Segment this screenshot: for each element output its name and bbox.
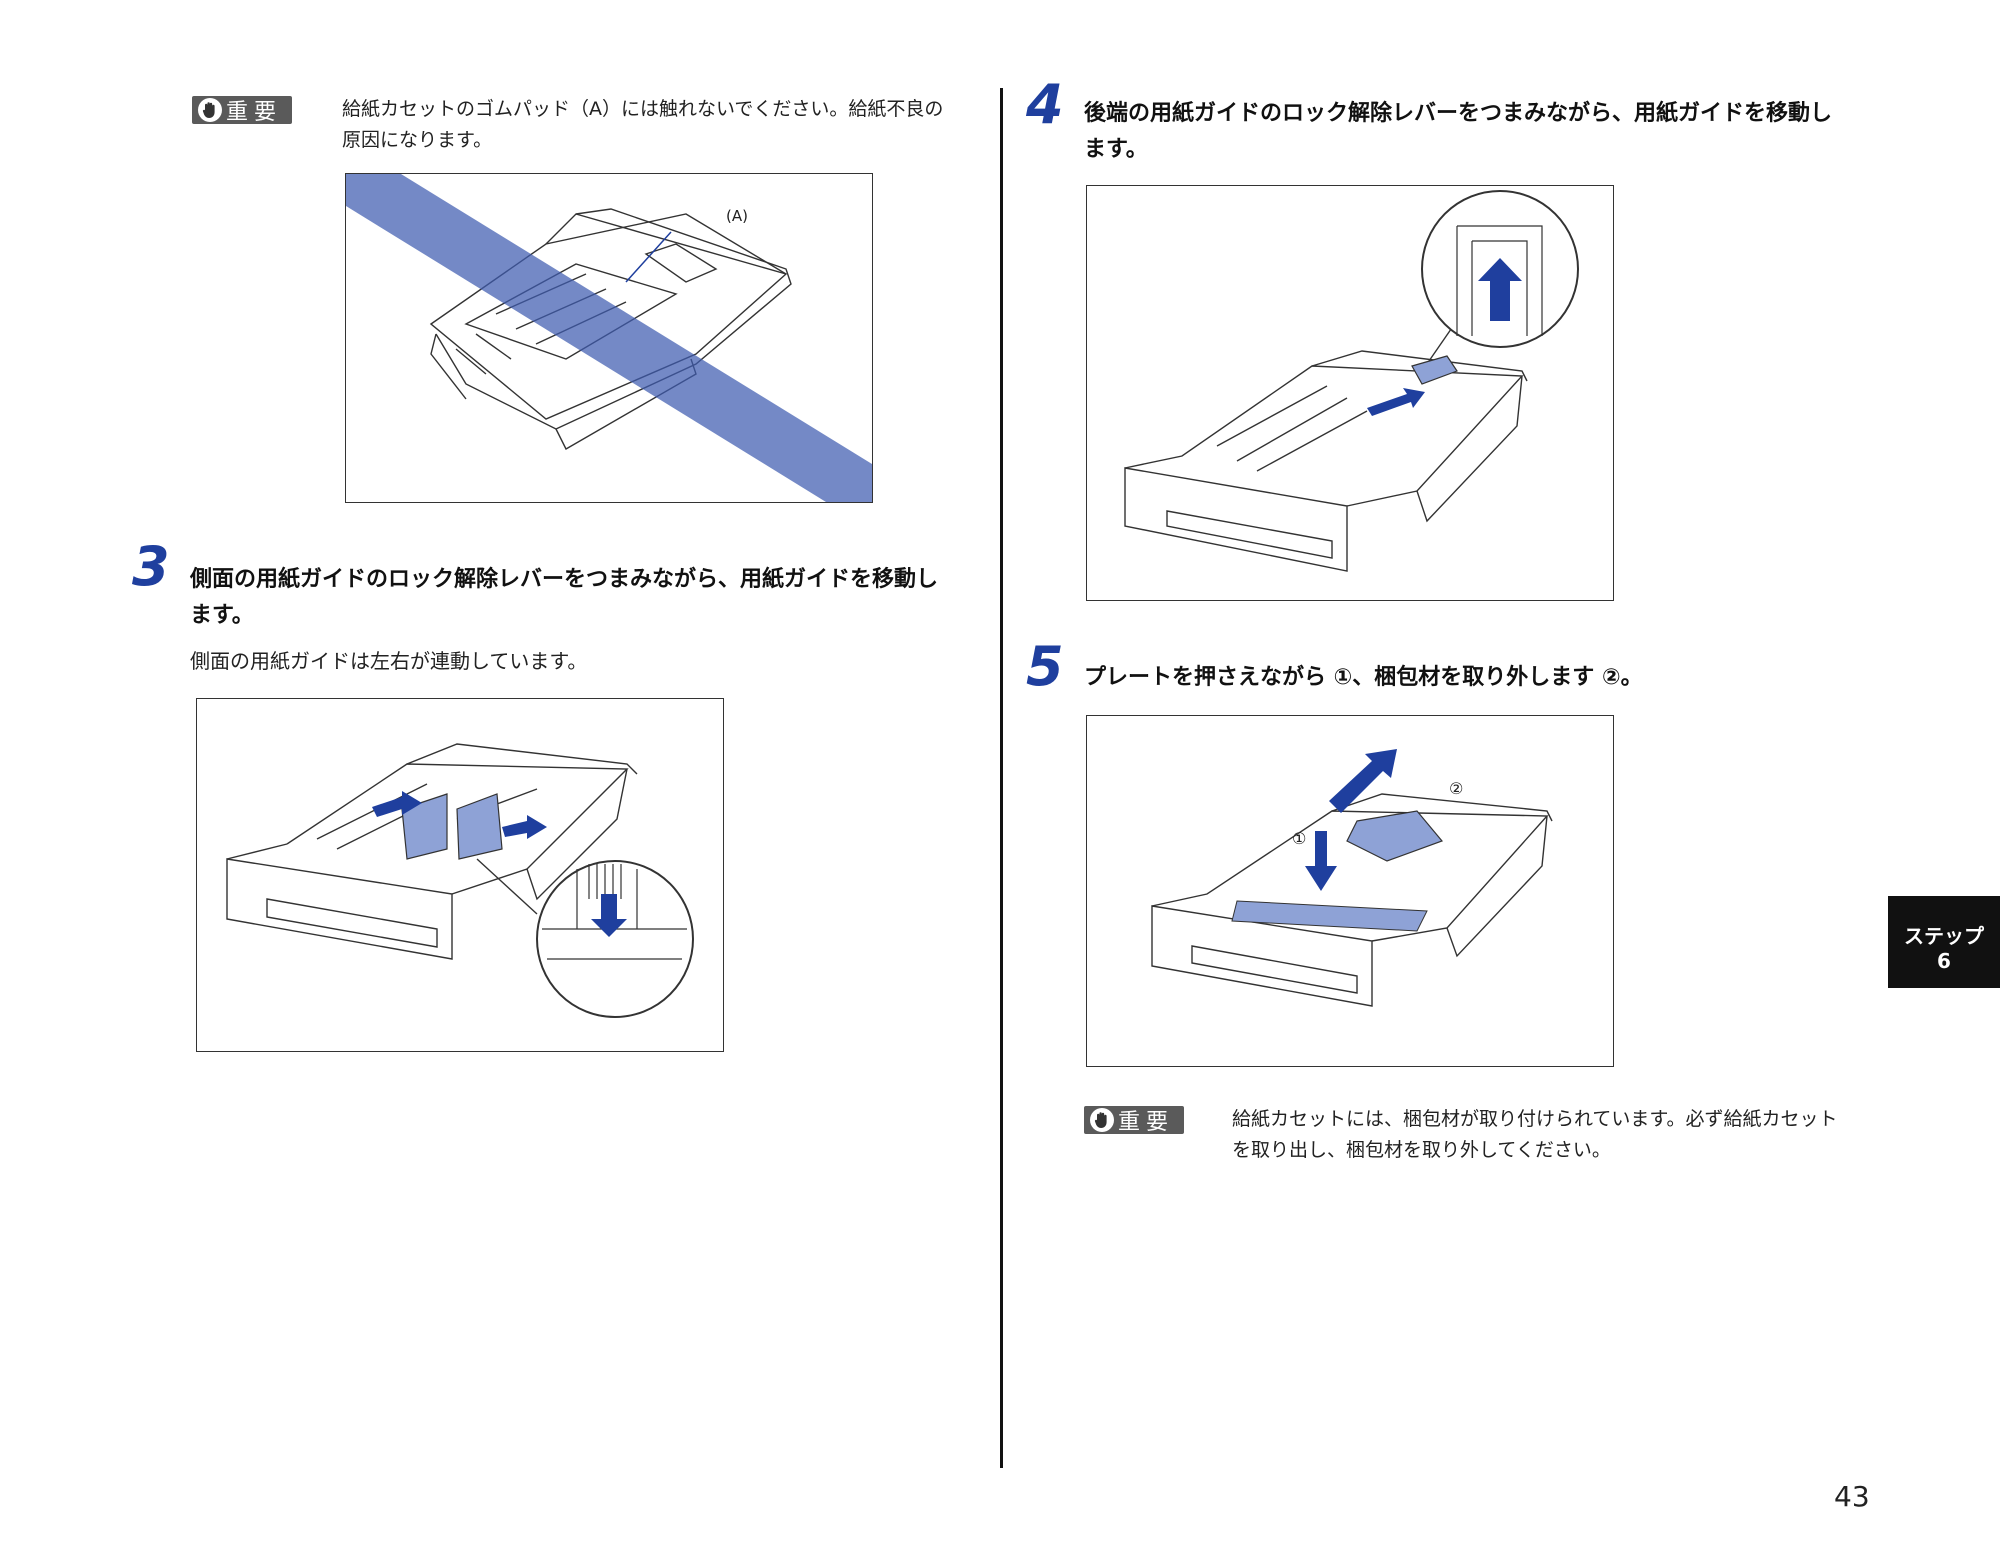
figure-side-guide — [196, 698, 724, 1052]
step5-number: 5 — [1026, 635, 1064, 698]
important-note-text: 給紙カセットのゴムパッド（A）には触れないでください。給紙不良の 原因になります… — [342, 98, 944, 151]
important-badge-2: 重要 — [1084, 1106, 1185, 1135]
column-divider — [1000, 88, 1003, 1468]
important-note-text-2: 給紙カセットには、梱包材が取り付けられています。必ず給紙カセット を取り出し、梱… — [1232, 1108, 1838, 1161]
step-side-tab: ステップ 6 — [1888, 896, 2000, 988]
hand-stop-icon — [198, 98, 222, 122]
step3-title: 側面の用紙ガイドのロック解除レバーをつまみながら、用紙ガイドを移動し ます。 — [190, 567, 939, 628]
page-number: 43 — [1834, 1480, 1870, 1513]
callout-2: ② — [1449, 779, 1463, 798]
step4-title: 後端の用紙ガイドのロック解除レバーをつまみながら、用紙ガイドを移動し ます。 — [1084, 101, 1833, 162]
hand-stop-icon — [1090, 1108, 1114, 1132]
important-badge: 重要 — [192, 96, 293, 125]
step3-description: 側面の用紙ガイドは左右が連動しています。 — [190, 649, 588, 673]
callout-a-label: (A) — [726, 207, 748, 225]
important-label: 重要 — [1118, 1110, 1175, 1135]
figure-packing-material: ① ② — [1086, 715, 1614, 1067]
figure-rubber-pad: (A) — [345, 173, 873, 503]
important-label: 重要 — [226, 100, 283, 125]
step3-number: 3 — [132, 535, 170, 598]
callout-1: ① — [1292, 829, 1306, 848]
figure-rear-guide — [1086, 185, 1614, 601]
step5-title: プレートを押さえながら ①、梱包材を取り外します ②。 — [1084, 665, 1643, 690]
step4-number: 4 — [1026, 73, 1064, 136]
